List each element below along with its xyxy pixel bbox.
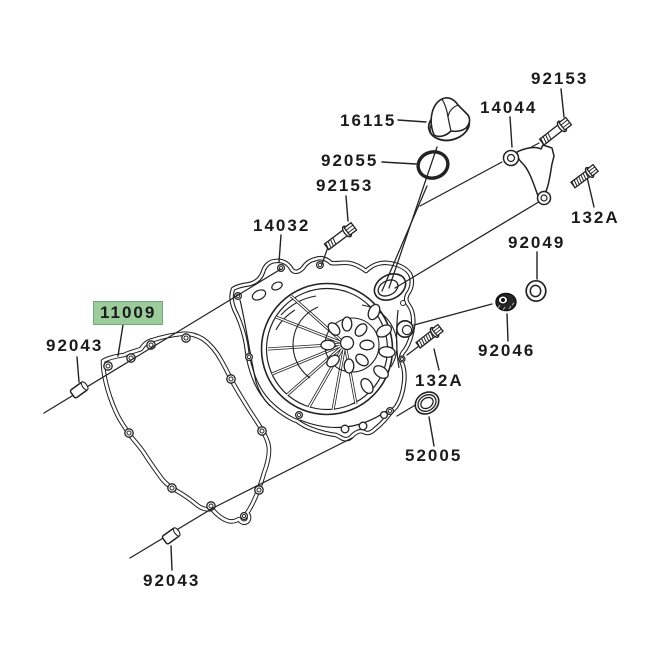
dowel-pin-bottom-drawing	[161, 527, 181, 545]
part-label-92049: 92049	[508, 233, 566, 252]
part-label-92055: 92055	[321, 151, 379, 170]
bolt-92153-left-drawing	[323, 221, 358, 251]
oil-filler-cap-drawing	[427, 97, 471, 142]
part-label-132a-top-right: 132A	[571, 208, 620, 227]
part-label-11009-highlighted: 11009	[93, 301, 164, 325]
part-label-14044: 14044	[480, 98, 538, 117]
bolt-92153-top-right-drawing	[538, 116, 573, 146]
bolt-132a-center-drawing	[415, 323, 444, 349]
part-label-92153-left: 92153	[316, 176, 374, 195]
leader-lines	[76, 88, 595, 571]
part-label-92046: 92046	[478, 341, 536, 360]
bracket-drawing	[502, 144, 555, 206]
part-label-92043-top-left: 92043	[46, 336, 104, 355]
clutch-cover-drawing	[229, 255, 416, 442]
bolt-132a-top-right-drawing	[570, 163, 600, 189]
washer-92049-drawing	[525, 279, 547, 303]
oil-seal-52005-drawing	[414, 391, 440, 415]
dowel-pin-top-drawing	[69, 381, 89, 399]
o-ring-drawing	[416, 150, 450, 180]
part-label-52005: 52005	[405, 446, 463, 465]
nut-92046-drawing	[495, 292, 517, 312]
part-label-92043-bottom: 92043	[143, 571, 201, 590]
part-label-16115: 16115	[340, 111, 397, 130]
part-label-132a-center: 132A	[415, 371, 464, 390]
part-label-14032: 14032	[253, 216, 311, 235]
part-label-92153-top-right: 92153	[531, 69, 589, 88]
